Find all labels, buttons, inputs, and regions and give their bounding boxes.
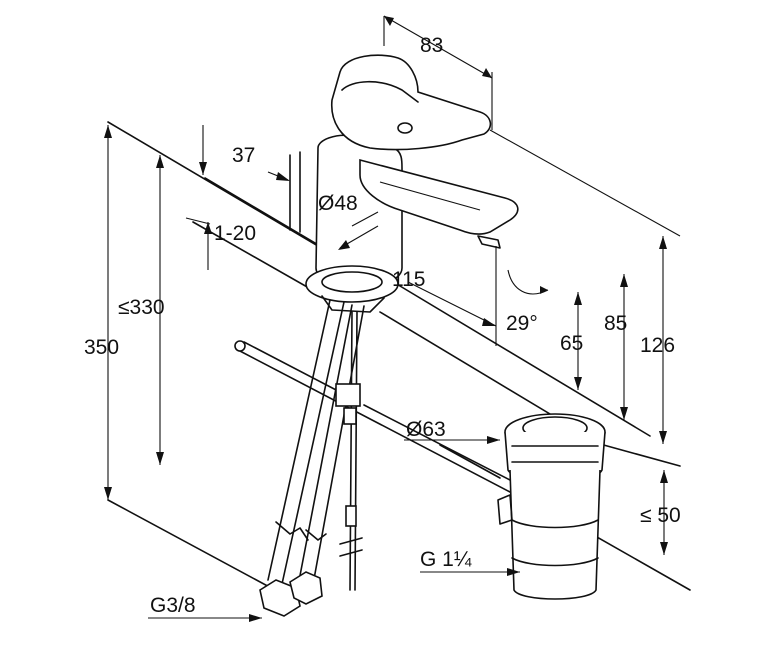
label-max-330: ≤330 xyxy=(118,296,165,319)
lever-handle xyxy=(330,54,492,151)
popup-waste xyxy=(497,413,606,600)
label-max-50: ≤ 50 xyxy=(640,504,681,527)
label-37: 37 xyxy=(232,144,255,167)
label-350: 350 xyxy=(84,336,119,359)
popup-rod xyxy=(335,311,363,591)
label-g3-8: G3/8 xyxy=(150,594,196,617)
dimension-labels: 83 Ø48 37 1-20 115 29° 65 85 126 ≤330 35… xyxy=(84,34,681,617)
label-g-1-1-4: G 1¼ xyxy=(420,548,472,571)
supply-hoses xyxy=(259,299,365,617)
label-29-degrees: 29° xyxy=(506,312,538,335)
label-126: 126 xyxy=(640,334,675,357)
dimension-lines xyxy=(104,15,681,622)
faucet-spout xyxy=(359,158,519,249)
label-65: 65 xyxy=(560,332,583,355)
pull-rod xyxy=(234,340,511,493)
basin-slab xyxy=(107,121,691,591)
label-1-20: 1-20 xyxy=(214,222,256,245)
label-83: 83 xyxy=(420,34,443,57)
label-diameter-48: Ø48 xyxy=(318,192,358,215)
label-115: 115 xyxy=(392,268,425,291)
label-diameter-63: Ø63 xyxy=(406,418,446,441)
label-85: 85 xyxy=(604,312,627,335)
